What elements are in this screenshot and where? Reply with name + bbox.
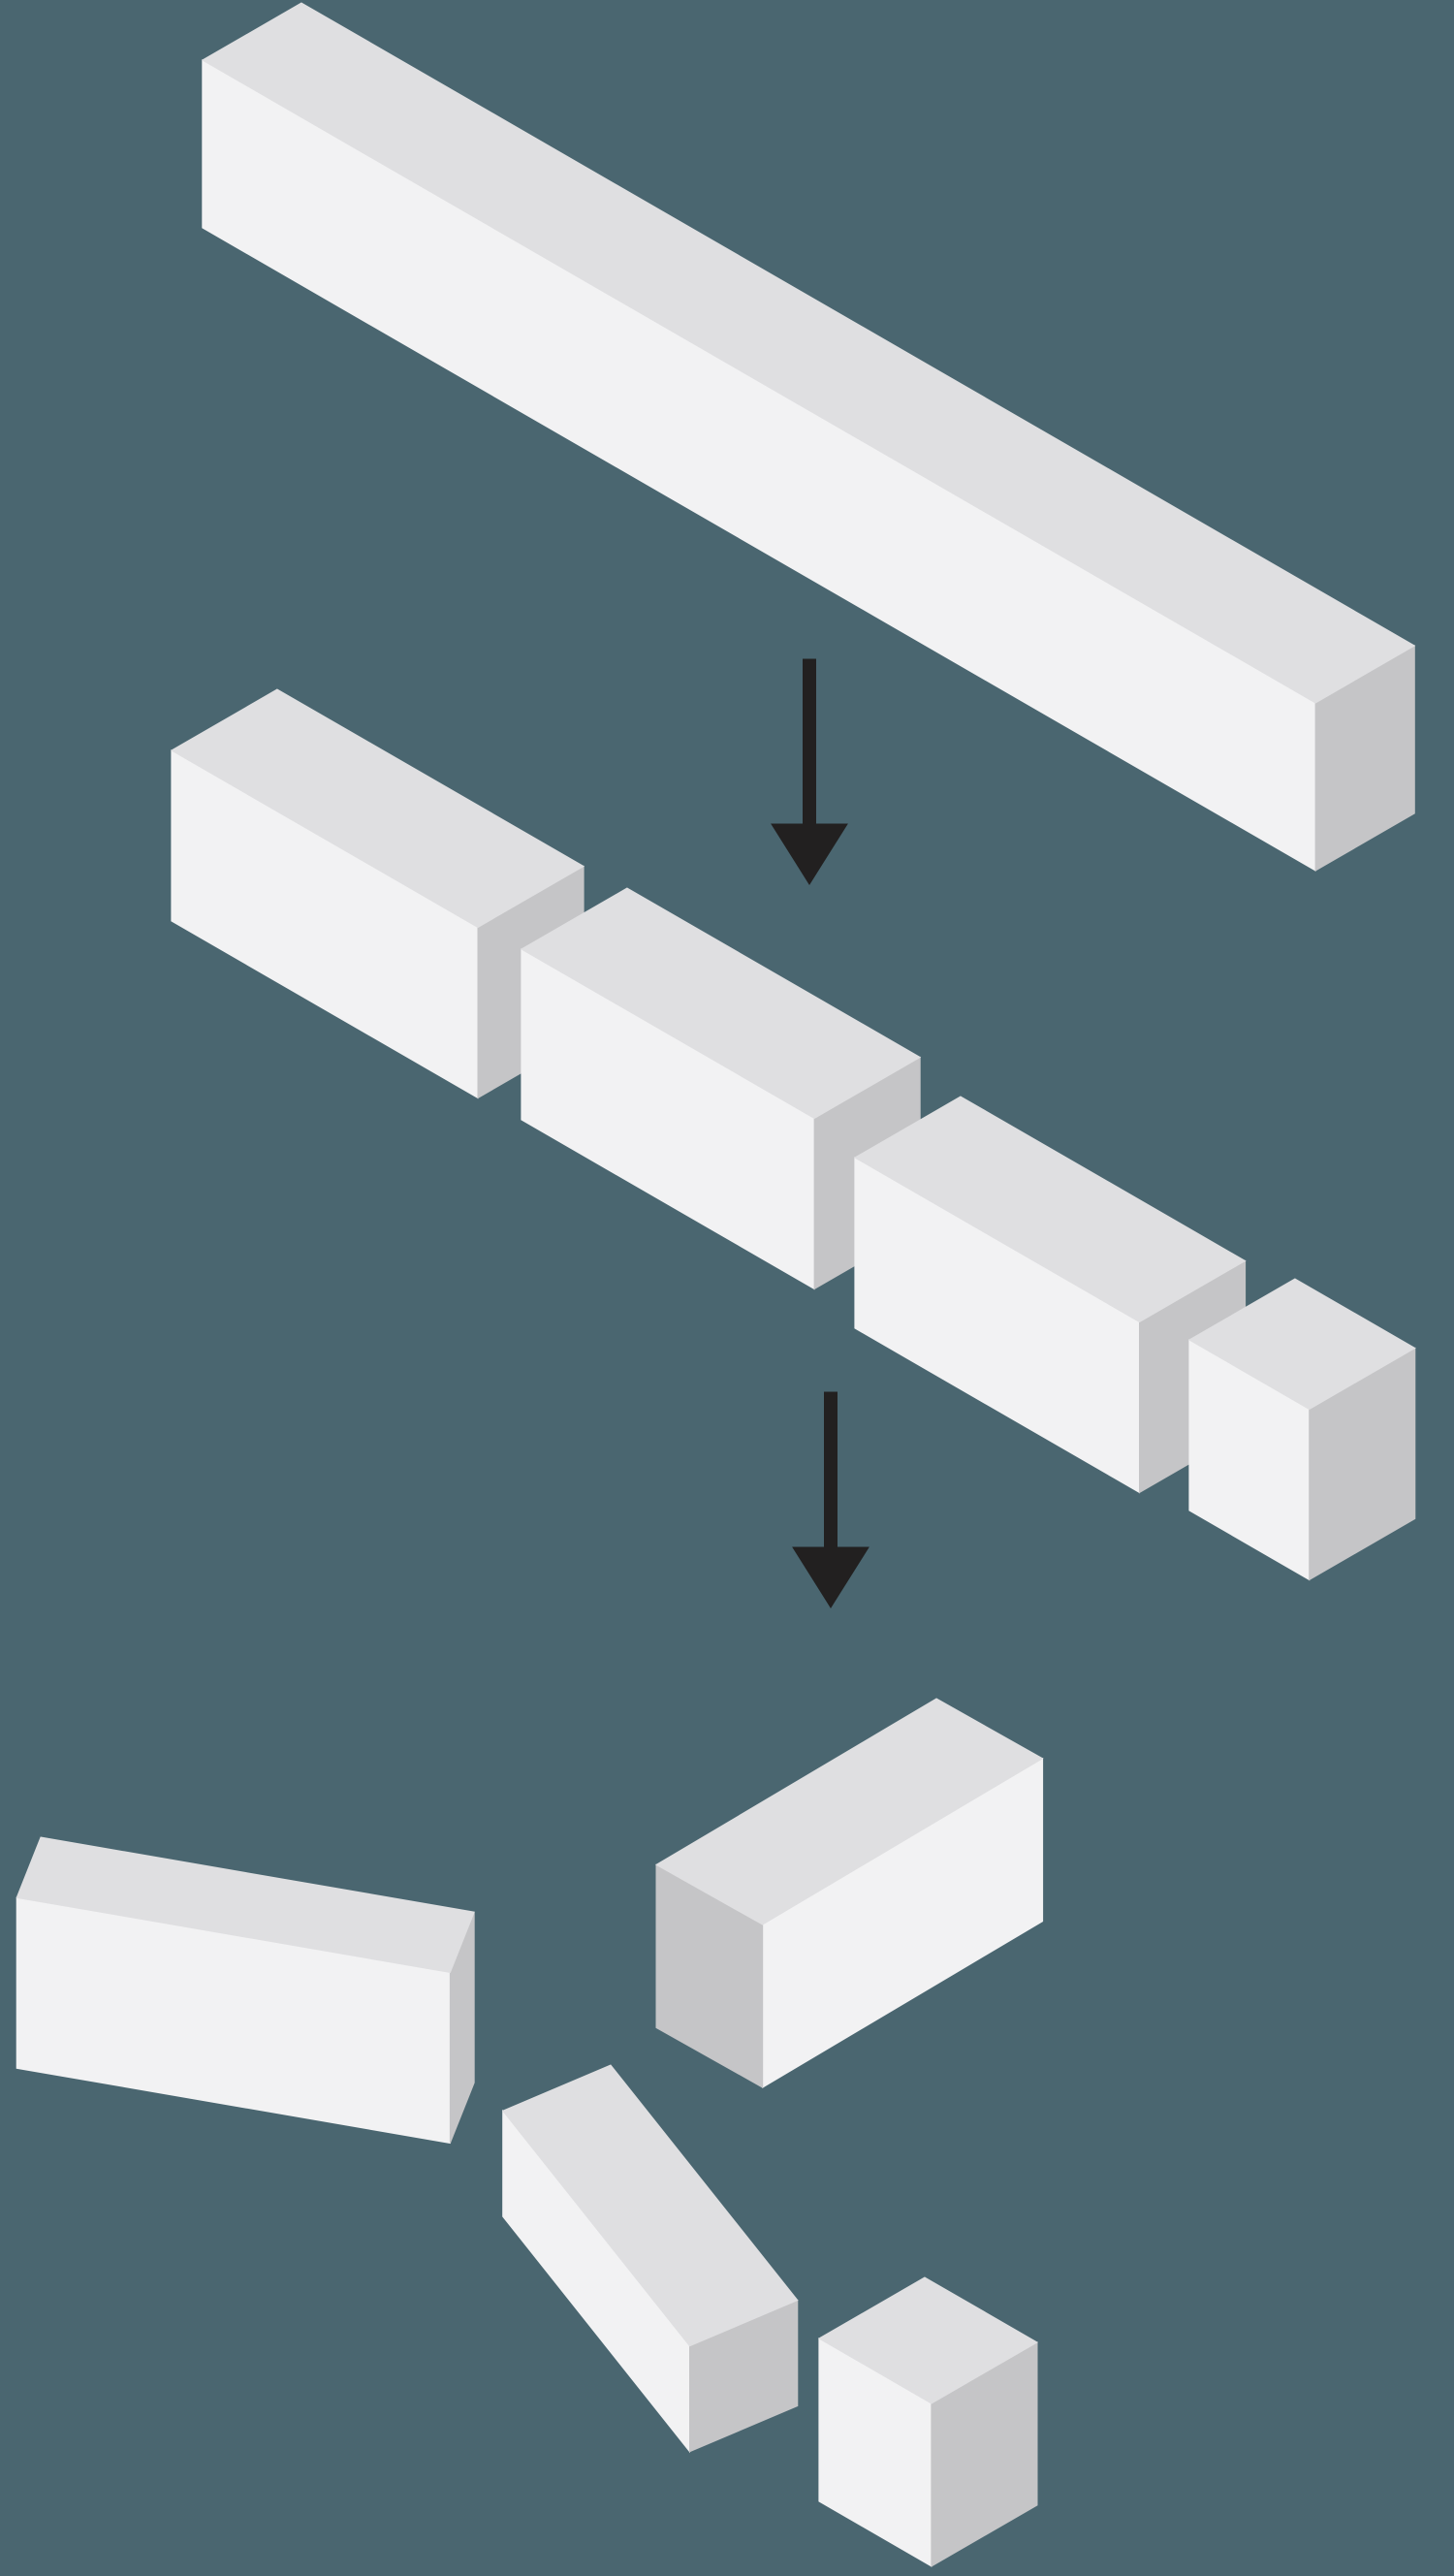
down-arrow-2 xyxy=(792,1391,869,1608)
scattered-block-tilted xyxy=(501,2064,799,2454)
scattered-block-right xyxy=(655,1698,1044,2088)
long-bar xyxy=(201,2,1416,872)
cut-block-3 xyxy=(853,1096,1247,1494)
scattered-block-left xyxy=(16,1836,475,2145)
scattered-block-cube xyxy=(817,2276,1038,2567)
down-arrow-1 xyxy=(771,658,848,885)
cut-block-4 xyxy=(1187,1278,1416,1581)
